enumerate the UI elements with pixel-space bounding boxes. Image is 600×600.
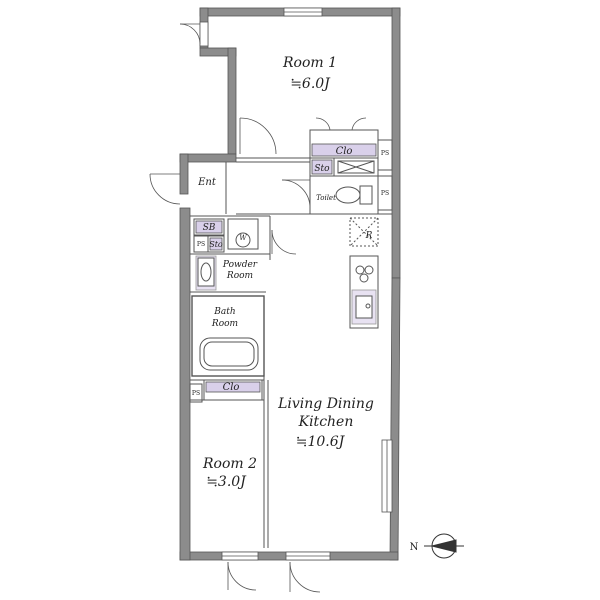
windows bbox=[199, 7, 393, 561]
ldk-size: ≒10.6J bbox=[296, 434, 346, 450]
pipe-space-label-4: PS bbox=[381, 190, 389, 197]
closet-label: Clo bbox=[336, 146, 353, 157]
pipe-space-label-3: PS bbox=[381, 150, 389, 157]
storage-x-box bbox=[337, 160, 375, 174]
compass-north-label: N bbox=[410, 542, 419, 553]
room2-size: ≒3.0J bbox=[206, 474, 247, 490]
door-swings bbox=[149, 23, 367, 593]
pipe-space-label-2: PS bbox=[192, 390, 200, 397]
washer-fixture bbox=[227, 218, 259, 250]
closet2-label: Clo bbox=[223, 382, 240, 393]
ldk-name-line2: Kitchen bbox=[298, 414, 354, 430]
storage-label: Sto bbox=[314, 164, 330, 174]
toilet-label: Toilet bbox=[316, 194, 336, 202]
interior-walls bbox=[189, 129, 393, 548]
storage2-label: Sto bbox=[209, 240, 223, 249]
compass-rose-icon bbox=[424, 533, 464, 559]
washer-label: W bbox=[239, 234, 247, 242]
bathtub bbox=[199, 337, 259, 371]
refrigerator-label: R bbox=[365, 231, 373, 241]
room2-name: Room 2 bbox=[202, 456, 257, 472]
room1-name: Room 1 bbox=[282, 55, 337, 71]
powder-sink bbox=[197, 257, 215, 287]
bath-label-line2: Room bbox=[211, 319, 238, 329]
entrance-label: Ent bbox=[197, 177, 217, 188]
shoebox-label: SB bbox=[203, 223, 216, 233]
room1-size: ≒6.0J bbox=[290, 76, 331, 92]
pipe-space-label-1: PS bbox=[197, 241, 205, 248]
powder-label-line2: Room bbox=[226, 271, 253, 281]
ldk-name-line1: Living Dining bbox=[277, 396, 374, 412]
compass: N bbox=[410, 533, 464, 559]
powder-label-line1: Powder bbox=[222, 260, 258, 270]
toilet-fixture bbox=[335, 185, 373, 205]
stove bbox=[355, 265, 374, 283]
fixtures bbox=[197, 160, 375, 371]
kitchen-sink bbox=[355, 295, 373, 319]
bath-label-line1: Bath bbox=[213, 307, 235, 317]
